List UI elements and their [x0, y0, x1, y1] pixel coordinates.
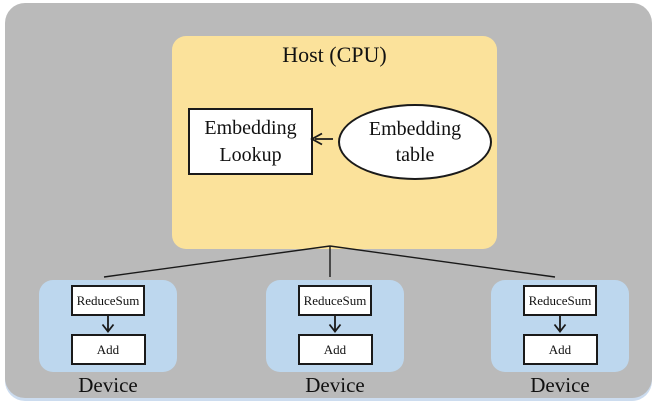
device-group: ReduceSum Add — [491, 280, 629, 372]
device-group: ReduceSum Add — [266, 280, 404, 372]
diagram-background: Host (CPU) Embedding Lookup Embedding ta… — [5, 3, 652, 398]
add-node: Add — [522, 334, 598, 365]
down-arrow-icon — [101, 316, 115, 333]
down-arrow-icon — [328, 316, 342, 333]
add-node: Add — [297, 334, 373, 365]
reducesum-node: ReduceSum — [523, 285, 597, 316]
reducesum-node: ReduceSum — [71, 285, 145, 316]
device-label: Device — [530, 373, 590, 397]
device-group: ReduceSum Add — [39, 280, 177, 372]
host-cpu-group: Host (CPU) Embedding Lookup Embedding ta… — [172, 36, 497, 249]
add-node: Add — [70, 334, 146, 365]
down-arrow-icon — [553, 316, 567, 333]
device-label: Device — [78, 373, 138, 397]
reducesum-node: ReduceSum — [298, 285, 372, 316]
embedding-table-node: Embedding table — [338, 104, 492, 180]
embedding-lookup-node: Embedding Lookup — [188, 108, 313, 175]
device-label: Device — [305, 373, 365, 397]
host-title: Host (CPU) — [282, 42, 387, 67]
